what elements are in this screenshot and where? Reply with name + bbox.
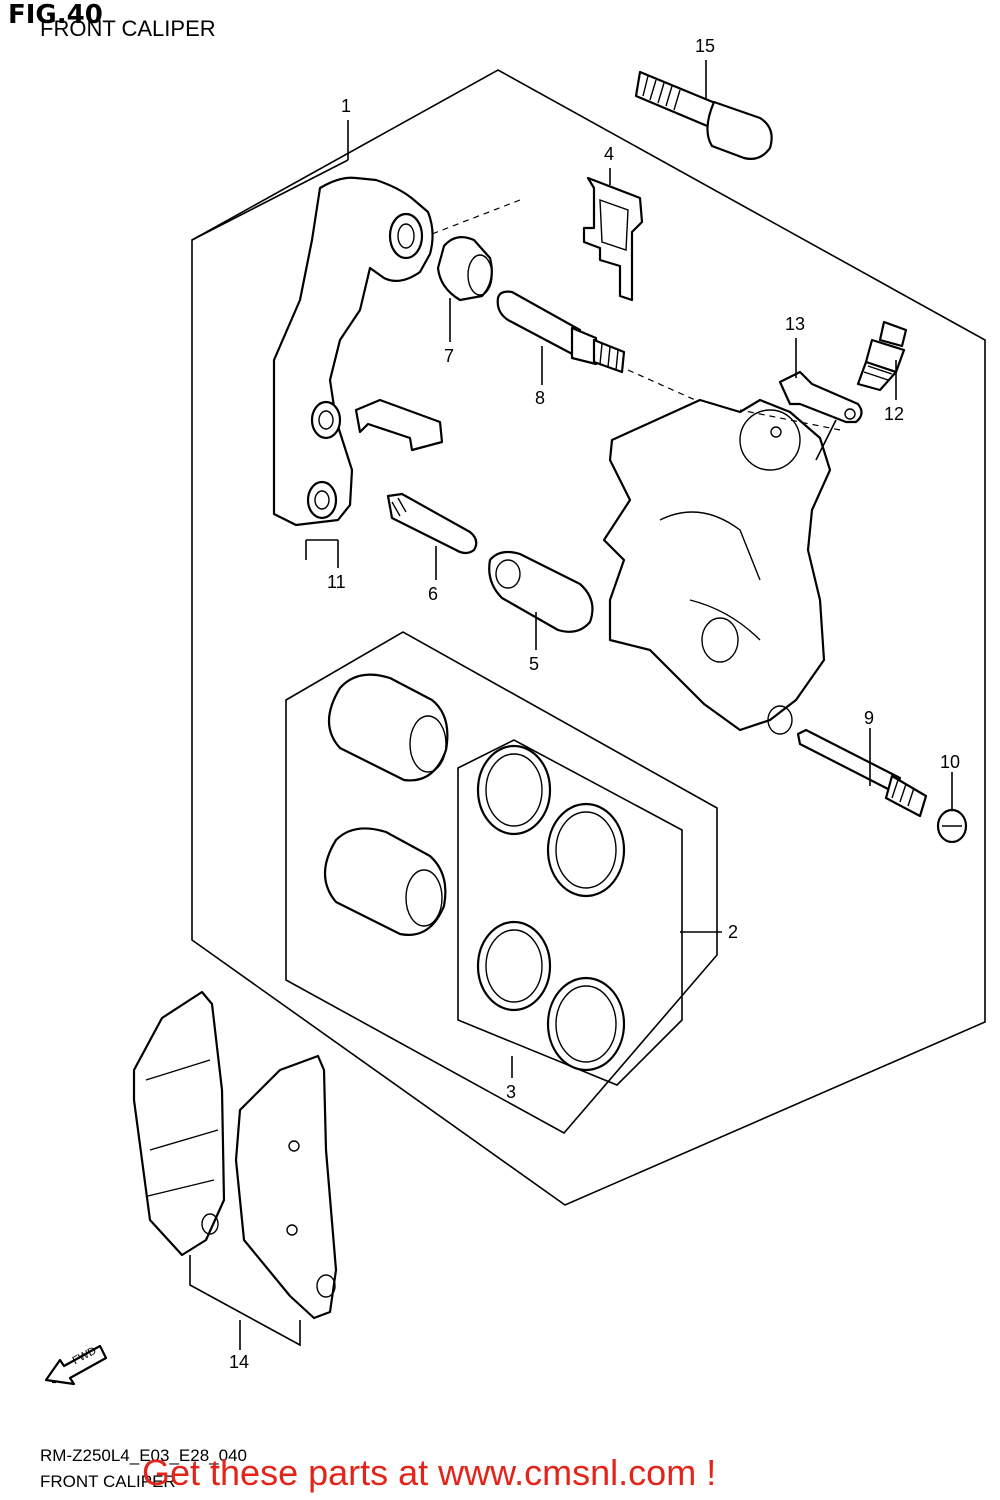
callout-10: 10 <box>940 752 961 772</box>
bleeder-valve-12 <box>856 320 908 392</box>
callout-14: 14 <box>229 1352 250 1372</box>
callout-11: 11 <box>327 572 346 592</box>
callout-12: 12 <box>884 404 905 424</box>
assembly-boundary <box>191 69 986 1206</box>
model-code: RM-Z250L4_E03_E28_040 <box>40 1446 247 1465</box>
section-subtitle: FRONT CALIPER <box>40 16 216 41</box>
brake-pad-right <box>234 1054 338 1320</box>
leader-lines <box>191 60 953 1350</box>
fwd-arrow-icon <box>44 1344 108 1386</box>
piston-seal-boundary <box>457 739 683 1086</box>
seal-kit-boundary <box>285 631 718 1135</box>
slide-pin-8 <box>496 290 626 374</box>
boot-7 <box>436 235 493 302</box>
caliper-bracket-1 <box>272 176 434 527</box>
callout-4: 4 <box>604 144 615 164</box>
bleeder-cap-13 <box>778 370 863 424</box>
callout-15: 15 <box>695 36 716 56</box>
seals-3 <box>476 744 626 1072</box>
brake-pad-left <box>132 990 226 1257</box>
plug-10 <box>936 808 968 844</box>
figure-label: FIG.40 <box>8 0 103 30</box>
callout-8: 8 <box>535 388 546 408</box>
section-name: FRONT CALIPER <box>40 1472 176 1491</box>
callout-2: 2 <box>728 922 739 942</box>
slide-pin-6 <box>386 492 478 555</box>
boot-5 <box>488 550 594 633</box>
promo-link[interactable]: Get these parts at www.cmsnl.com ! <box>142 1452 717 1493</box>
bolt-15 <box>634 70 773 160</box>
caliper-body <box>602 398 832 735</box>
piston-lower <box>324 827 447 936</box>
callout-1: 1 <box>341 96 352 116</box>
callout-13: 13 <box>785 314 806 334</box>
piston-upper <box>328 673 449 782</box>
callout-5: 5 <box>529 654 540 674</box>
callout-9: 9 <box>864 708 875 728</box>
callout-6: 6 <box>428 584 439 604</box>
pads-bracket <box>189 1255 301 1347</box>
pad-clip-11 <box>354 398 444 452</box>
pad-spring-4 <box>582 176 644 302</box>
callout-7: 7 <box>444 346 455 366</box>
callout-3: 3 <box>506 1082 517 1102</box>
pin-9 <box>796 728 928 818</box>
